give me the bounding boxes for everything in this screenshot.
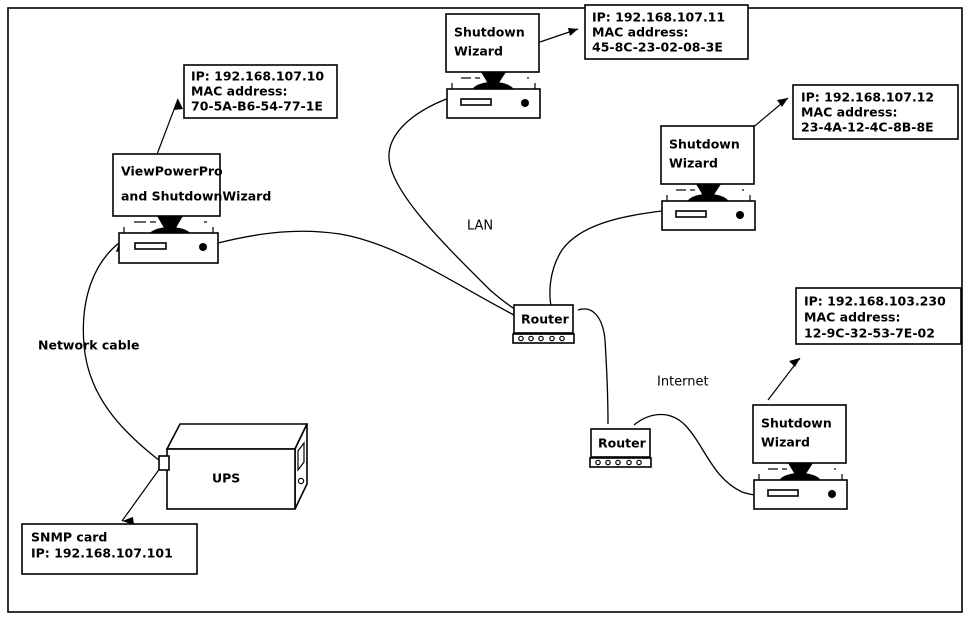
sw2-screen-line1: Shutdown xyxy=(669,137,740,152)
label-lan: LAN xyxy=(467,219,493,234)
router-lan-port-2 xyxy=(528,335,534,342)
info-box-viewpowerpro: IP: 192.168.107.10 MAC address: 70-5A-B6… xyxy=(183,64,338,119)
wire-router-to-router xyxy=(577,308,609,425)
info-sw1-line2: MAC address: xyxy=(592,25,689,40)
router-lan[interactable]: Router xyxy=(512,304,575,344)
sw1-drive-slot xyxy=(460,98,492,106)
info-box-sw1: IP: 192.168.107.11 MAC address: 45-8C-23… xyxy=(584,4,749,60)
info-snmp-line1: SNMP card xyxy=(31,530,107,545)
router-lan-body xyxy=(513,304,574,334)
sw1-power-button[interactable] xyxy=(521,99,529,107)
router-lan-port-4 xyxy=(549,335,555,342)
info-box-sw3: IP: 192.168.103.230 MAC address: 12-9C-3… xyxy=(795,287,962,345)
sw3-screen-line1: Shutdown xyxy=(761,416,832,431)
sw3-monitor-stand xyxy=(788,463,813,483)
info-viewpowerpro-line1: IP: 192.168.107.10 xyxy=(191,69,324,84)
info-box-sw2: IP: 192.168.107.12 MAC address: 23-4A-12… xyxy=(792,84,959,140)
info-box-viewpowerpro-frame xyxy=(183,64,338,119)
wire-viewpowerpro-to-router xyxy=(217,230,519,318)
sw1-screen-line1: Shutdown xyxy=(454,25,525,40)
computer-shutdown-wizard-2[interactable]: Shutdown Wizard xyxy=(660,125,756,231)
viewpowerpro-monitor-screen xyxy=(112,153,221,217)
viewpowerpro-screen-line1: ViewPowerPro xyxy=(121,164,223,179)
router-lan-port-1 xyxy=(518,335,524,342)
info-sw1-line1: IP: 192.168.107.11 xyxy=(592,10,725,25)
sw2-monitor-screen xyxy=(660,125,755,185)
callout-line-viewpowerpro xyxy=(155,98,179,158)
info-sw2-line2: MAC address: xyxy=(801,105,898,120)
router-internet-body xyxy=(590,428,651,458)
callout-arrowhead-snmp xyxy=(122,517,134,525)
viewpowerpro-power-button[interactable] xyxy=(199,243,207,251)
sw1-monitor-screen xyxy=(445,13,540,73)
info-sw3-line3: 12-9C-32-53-7E-02 xyxy=(804,326,935,341)
callout-arrowhead-sw3 xyxy=(789,358,800,367)
sw2-power-button[interactable] xyxy=(736,211,744,219)
router-lan-label: Router xyxy=(521,312,570,327)
info-sw3-line2: MAC address: xyxy=(804,310,901,325)
sw3-screen-line2: Wizard xyxy=(761,435,810,450)
info-box-sw2-frame xyxy=(792,84,959,140)
computer-shutdown-wizard-1[interactable]: Shutdown Wizard xyxy=(445,13,541,119)
ups-front-face xyxy=(166,448,296,510)
info-box-sw3-frame xyxy=(795,287,962,345)
router-internet-port-1 xyxy=(595,459,601,466)
ups-top-face xyxy=(165,423,309,450)
viewpowerpro-drive-slot xyxy=(134,242,167,250)
sw3-power-button[interactable] xyxy=(828,490,836,498)
info-snmp-line2: IP: 192.168.107.101 xyxy=(31,546,173,561)
router-internet-port-4 xyxy=(626,459,632,466)
callout-arrowhead-sw2 xyxy=(777,98,788,107)
router-internet-port-3 xyxy=(615,459,621,466)
info-box-sw1-frame xyxy=(584,4,749,60)
wire-sw2-to-router xyxy=(549,210,663,311)
info-sw1-line3: 45-8C-23-02-08-3E xyxy=(592,40,723,55)
ups-indicator-led xyxy=(297,477,305,485)
label-network-cable: Network cable xyxy=(38,338,139,353)
ups-vent xyxy=(297,441,305,472)
info-sw2-line3: 23-4A-12-4C-8B-8E xyxy=(801,120,934,135)
sw3-monitor-screen xyxy=(752,404,847,464)
router-internet[interactable]: Router xyxy=(589,428,652,468)
sw1-monitor-stand xyxy=(481,72,506,92)
ups-snmp-port[interactable] xyxy=(158,455,170,471)
sw2-drive-slot xyxy=(675,210,707,218)
info-box-snmp-card: SNMP card IP: 192.168.107.101 xyxy=(21,523,198,575)
router-internet-label: Router xyxy=(598,436,647,451)
router-lan-port-3 xyxy=(538,335,544,342)
info-sw3-line1: IP: 192.168.103.230 xyxy=(804,294,946,309)
sw3-drive-slot xyxy=(767,489,799,497)
viewpowerpro-screen-line2: and ShutdownWizard xyxy=(121,189,271,204)
info-viewpowerpro-line3: 70-5A-B6-54-77-1E xyxy=(191,99,323,114)
wire-ups-to-viewpowerpro xyxy=(82,242,161,462)
sw2-monitor-stand xyxy=(696,184,721,204)
wire-sw1-to-router xyxy=(388,97,525,315)
computer-shutdown-wizard-3[interactable]: Shutdown Wizard xyxy=(752,404,848,510)
label-internet: Internet xyxy=(657,375,709,390)
sw2-screen-line2: Wizard xyxy=(669,156,718,171)
callout-line-snmp xyxy=(121,463,164,522)
callout-arrowhead-viewpowerpro xyxy=(174,99,183,110)
router-internet-port-2 xyxy=(605,459,611,466)
info-viewpowerpro-line2: MAC address: xyxy=(191,84,288,99)
ups-device[interactable]: UPS xyxy=(158,423,309,510)
info-sw2-line1: IP: 192.168.107.12 xyxy=(801,90,934,105)
ups-label: UPS xyxy=(212,471,240,486)
computer-viewpowerpro[interactable]: ViewPowerPro and ShutdownWizard xyxy=(112,153,271,264)
router-internet-port-5 xyxy=(636,459,642,466)
sw1-screen-line2: Wizard xyxy=(454,44,503,59)
router-lan-port-5 xyxy=(559,335,565,342)
callout-arrowhead-sw1 xyxy=(568,28,578,36)
info-box-snmp-card-frame xyxy=(21,523,198,575)
wire-router-to-sw3 xyxy=(633,413,758,496)
